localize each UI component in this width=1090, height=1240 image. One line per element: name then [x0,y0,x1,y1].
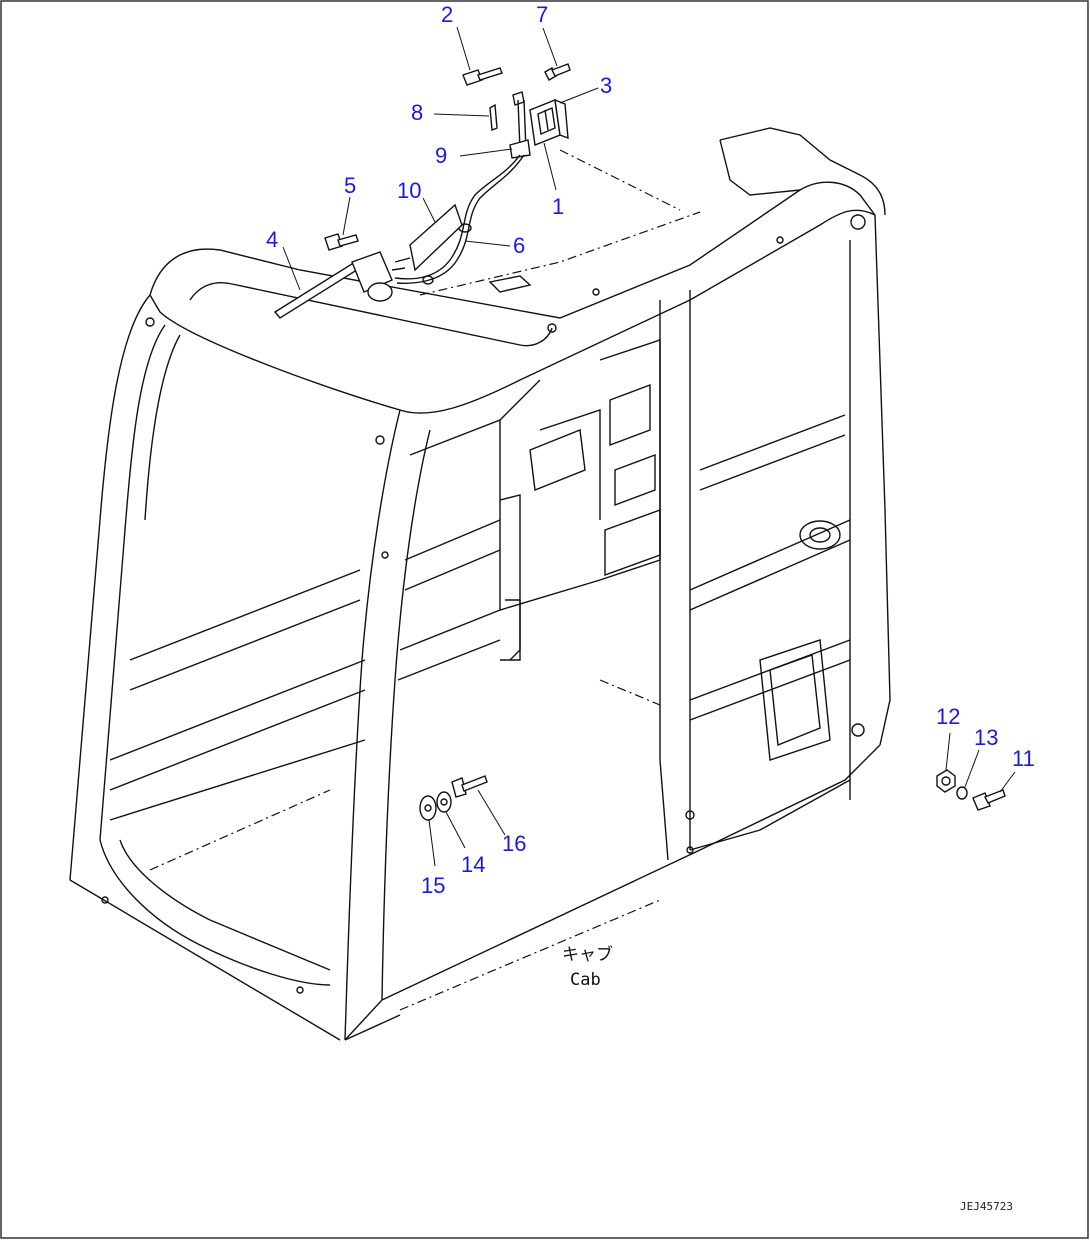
callout-6: 6 [513,233,525,258]
part-nut-14 [436,791,452,813]
part-washer-13 [956,786,968,800]
parts [273,63,1006,821]
part-clip-8 [489,103,498,131]
callout-1: 1 [552,194,564,219]
part-bolt-7 [544,63,571,81]
callout-16: 16 [502,831,526,856]
cab-outline [69,127,891,1041]
part-bracket-9 [509,91,531,159]
part-plate-15 [419,795,437,821]
callout-2: 2 [441,2,453,27]
part-bolt-5 [324,233,359,251]
drawing-reference: JEJ45723 [960,1200,1013,1213]
part-bolt-11 [972,789,1006,811]
part-switch-1-3 [529,98,569,146]
part-nut-12 [936,769,956,793]
callout-14: 14 [461,852,485,877]
part-harness-6 [394,154,521,280]
callout-11: 11 [1012,746,1035,771]
callout-10: 10 [397,178,421,203]
callout-labels: 1 2 3 4 5 6 7 8 9 10 11 12 13 14 15 16 [266,2,1035,898]
cab-label-english: Cab [570,970,601,990]
callout-13: 13 [974,725,998,750]
callout-12: 12 [936,704,960,729]
part-bolt-16 [451,775,488,798]
callout-3: 3 [600,73,612,98]
callout-9: 9 [435,143,447,168]
callout-5: 5 [344,173,356,198]
part-lever-4 [273,251,411,319]
part-tag-10 [409,203,463,272]
callout-8: 8 [411,100,423,125]
callout-4: 4 [266,227,278,252]
callout-15: 15 [421,873,445,898]
leader-lines [282,26,1016,867]
cab-label-japanese: キャブ [562,944,613,965]
callout-7: 7 [536,2,548,27]
part-bolt-2 [462,67,503,86]
